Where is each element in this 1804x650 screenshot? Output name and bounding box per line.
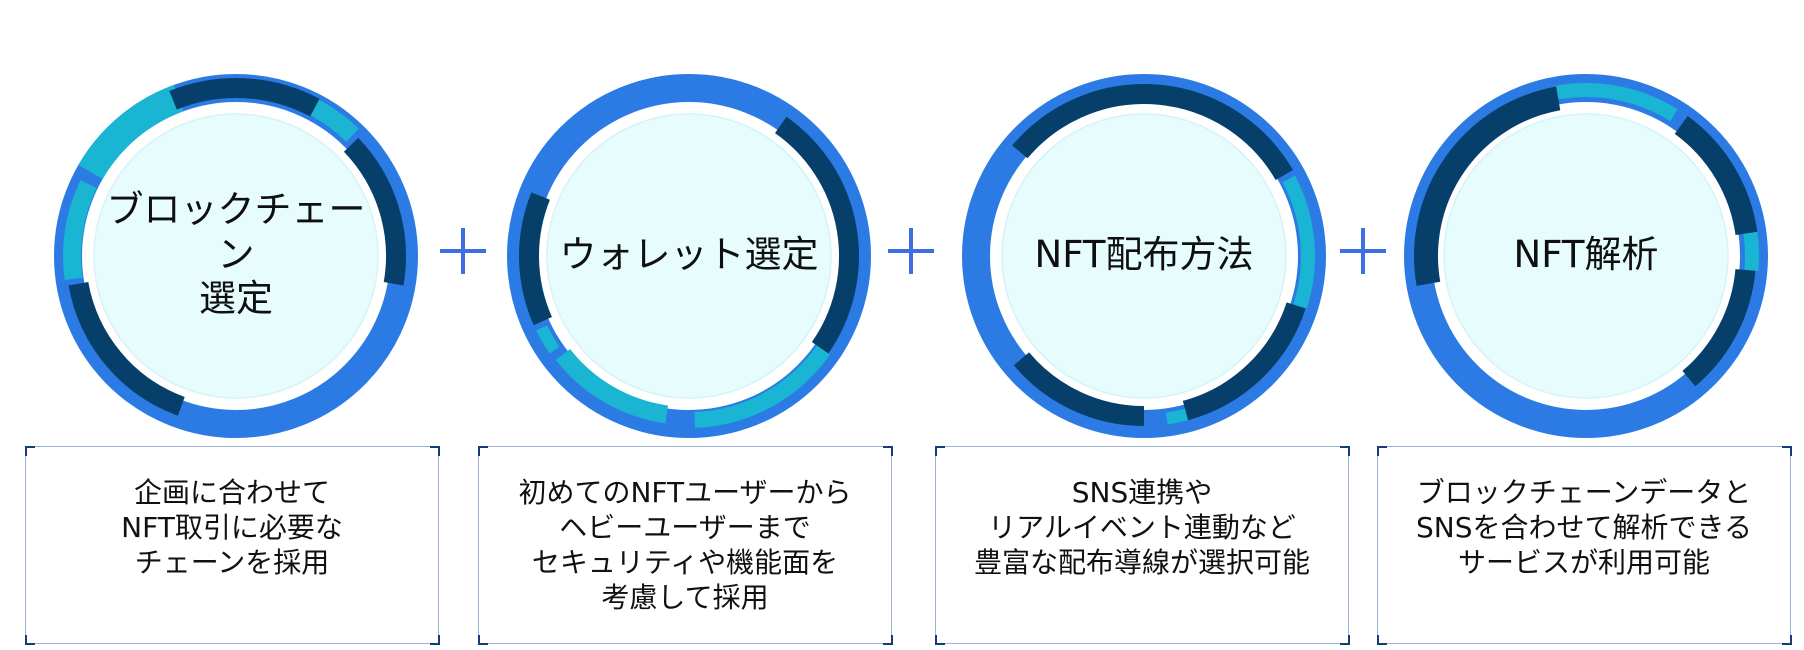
ring-segment-6 bbox=[1013, 352, 1145, 426]
ring-segment-4 bbox=[310, 99, 359, 142]
step-4: NFT解析 ブロックチェーンデータと SNSを合わせて解析できる サービスが利用… bbox=[1376, 0, 1800, 650]
step-title: NFT配布方法 bbox=[1034, 232, 1254, 276]
ring-segment-6 bbox=[1414, 86, 1561, 286]
progress-ring-4 bbox=[1404, 74, 1769, 438]
ring-segment-2 bbox=[78, 84, 184, 180]
ring-segment-5 bbox=[343, 137, 406, 286]
ring-inner-circle bbox=[1443, 113, 1729, 399]
description-box: SNS連携や リアルイベント連動など 豊富な配布導線が選択可能 bbox=[934, 445, 1350, 645]
ring-segment-3 bbox=[694, 345, 830, 428]
ring-segment-2 bbox=[1555, 83, 1678, 122]
ring-segment-5 bbox=[1682, 268, 1756, 387]
ring-segment-3 bbox=[1282, 175, 1315, 309]
ring-inner-circle bbox=[546, 113, 832, 399]
step-description: 企画に合わせて NFT取引に必要な チェーンを採用 bbox=[121, 476, 343, 579]
ring-segment-5 bbox=[1165, 408, 1189, 425]
ring-segment-6 bbox=[68, 281, 185, 416]
step-1: ブロックチェーン 選定 企画に合わせて NFT取引に必要な チェーンを採用 bbox=[24, 0, 450, 650]
step-description: SNS連携や リアルイベント連動など 豊富な配布導線が選択可能 bbox=[973, 476, 1310, 579]
step-3: NFT配布方法 SNS連携や リアルイベント連動など 豊富な配布導線が選択可能 bbox=[934, 0, 1358, 650]
progress-ring-2 bbox=[507, 74, 872, 438]
progress-ring-3 bbox=[962, 74, 1327, 438]
ring-segment-4 bbox=[555, 348, 669, 424]
ring-inner-circle bbox=[1001, 113, 1287, 399]
description-box: 企画に合わせて NFT取引に必要な チェーンを採用 bbox=[24, 445, 440, 645]
ring-segment-4 bbox=[1182, 302, 1306, 421]
step-description: ブロックチェーンデータと SNSを合わせて解析できる サービスが利用可能 bbox=[1416, 476, 1752, 579]
plus-icon bbox=[440, 228, 486, 274]
ring-segment-4 bbox=[1743, 231, 1759, 272]
step-title: ブロックチェーン 選定 bbox=[106, 188, 366, 321]
ring-segment-5 bbox=[536, 325, 560, 354]
ring-segment-6 bbox=[519, 192, 553, 326]
description-box: 初めてのNFTユーザーから ヘビーユーザーまで セキュリティや機能面を 考慮して… bbox=[477, 445, 893, 645]
plus-icon bbox=[1340, 228, 1386, 274]
ring-inner-circle bbox=[93, 113, 379, 399]
ring-segment-2 bbox=[1012, 84, 1293, 181]
ring-segment-2 bbox=[774, 116, 859, 354]
step-title: ウォレット選定 bbox=[559, 232, 819, 276]
ring-segment-3 bbox=[169, 78, 320, 117]
plus-icon bbox=[888, 228, 934, 274]
ring-segment-3 bbox=[1674, 116, 1758, 236]
step-title: NFT解析 bbox=[1513, 232, 1659, 276]
step-description: 初めてのNFTユーザーから ヘビーユーザーまで セキュリティや機能面を 考慮して… bbox=[518, 476, 852, 614]
progress-ring-1 bbox=[54, 74, 419, 438]
description-box: ブロックチェーンデータと SNSを合わせて解析できる サービスが利用可能 bbox=[1376, 445, 1792, 645]
step-2: ウォレット選定 初めてのNFTユーザーから ヘビーユーザーまで セキュリティや機… bbox=[477, 0, 903, 650]
ring-segment-7 bbox=[63, 180, 97, 281]
